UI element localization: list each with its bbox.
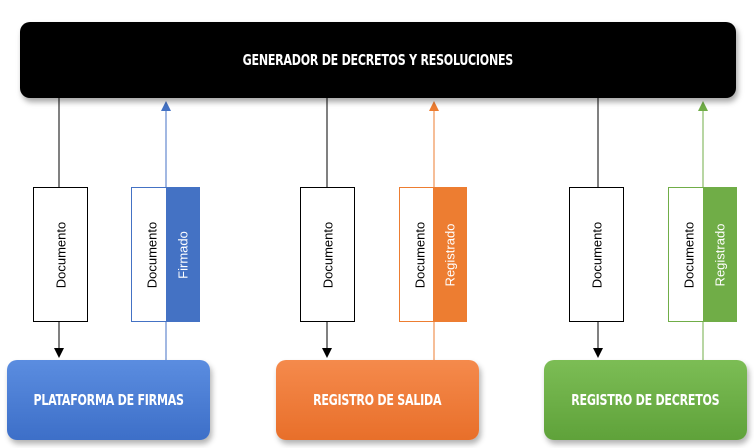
stamp-registrado-salida: Registrado: [433, 187, 467, 322]
document-label: Documento: [681, 221, 696, 288]
document-return-decretos: Documento: [668, 187, 708, 322]
stamp-label: Registrado: [712, 223, 728, 286]
document-label: Documento: [412, 221, 427, 288]
document-label: Documento: [589, 221, 604, 288]
stamp-registrado-decretos: Registrado: [703, 187, 737, 322]
registro-salida-label: REGISTRO DE SALIDA: [313, 391, 442, 409]
generator-box: GENERADOR DE DECRETOS Y RESOLUCIONES: [20, 22, 736, 98]
plataforma-firmas-box: PLATAFORMA DE FIRMAS: [7, 360, 210, 440]
plataforma-firmas-label: PLATAFORMA DE FIRMAS: [33, 391, 184, 409]
registro-salida-box: REGISTRO DE SALIDA: [276, 360, 479, 440]
document-out-decretos: Documento: [569, 187, 624, 322]
stamp-firmado: Firmado: [166, 187, 200, 322]
document-label: Documento: [144, 221, 159, 288]
stamp-label: Registrado: [442, 223, 458, 286]
generator-title: GENERADOR DE DECRETOS Y RESOLUCIONES: [242, 51, 514, 69]
document-out-salida: Documento: [300, 187, 355, 322]
document-label: Documento: [320, 221, 335, 288]
registro-decretos-label: REGISTRO DE DECRETOS: [571, 391, 720, 409]
document-return-firmas: Documento: [131, 187, 171, 322]
document-label: Documento: [53, 221, 68, 288]
stamp-label: Firmado: [175, 230, 191, 279]
document-return-salida: Documento: [399, 187, 439, 322]
document-out-firmas: Documento: [33, 187, 88, 322]
registro-decretos-box: REGISTRO DE DECRETOS: [544, 360, 747, 440]
